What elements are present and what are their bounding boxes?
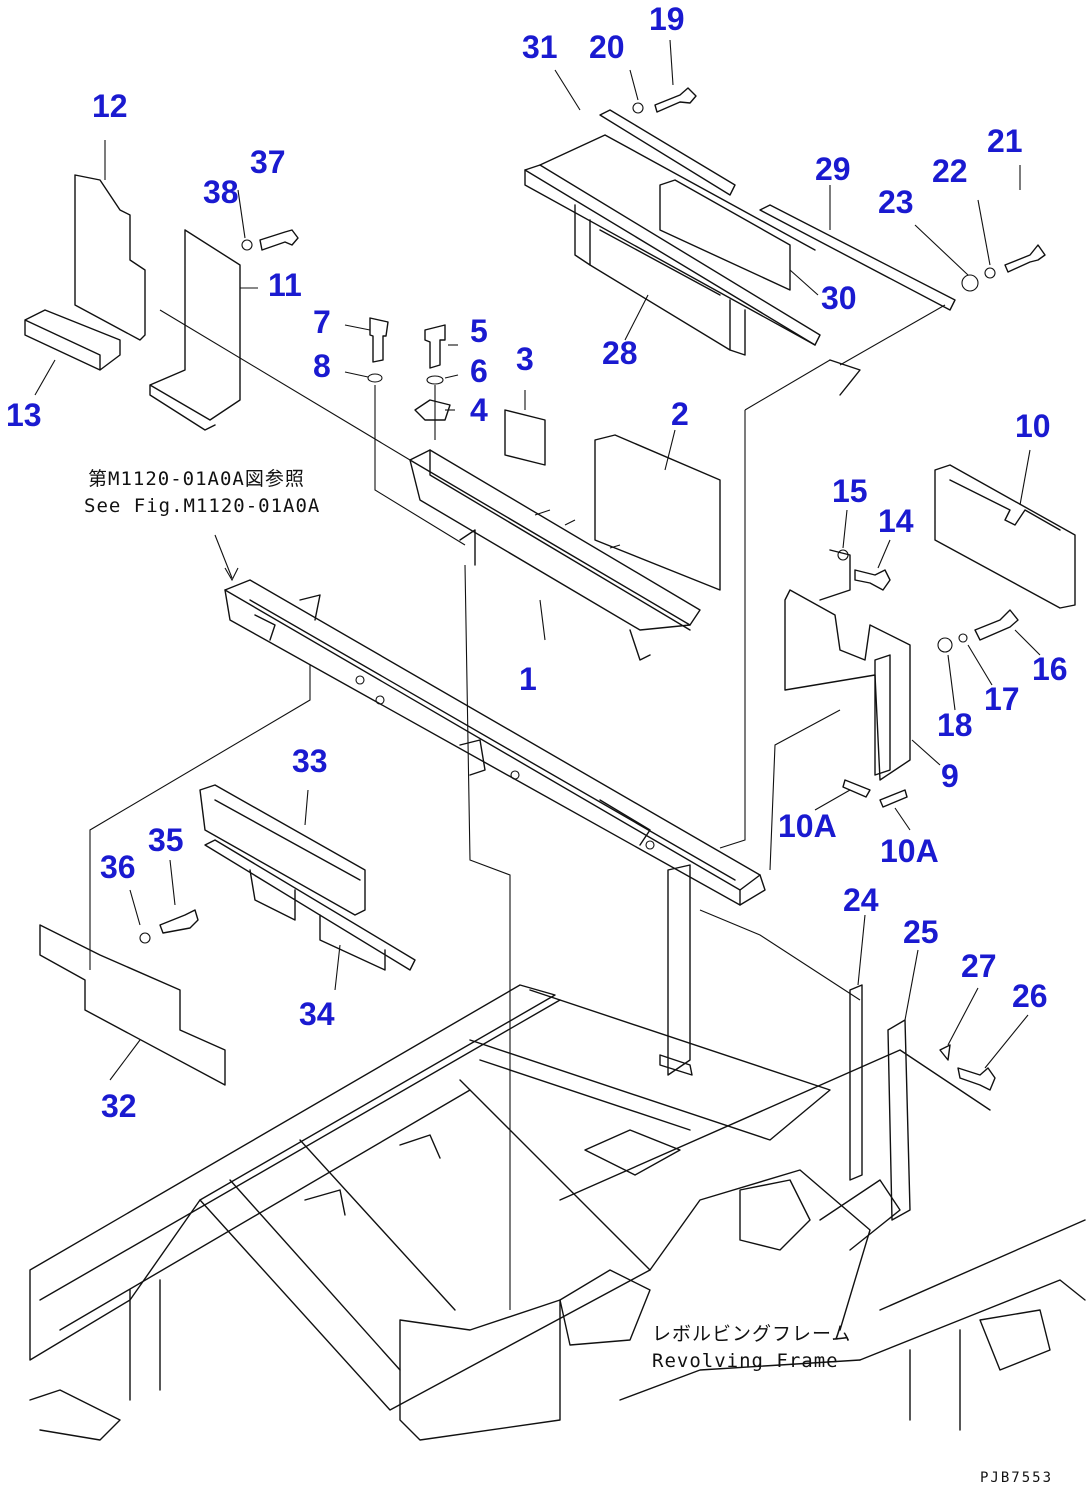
callout-35: 35: [148, 822, 184, 858]
callout-20: 20: [589, 29, 625, 65]
callout-23: 23: [878, 184, 914, 220]
callout-24: 24: [843, 882, 879, 918]
callout-5: 5: [470, 313, 488, 349]
part-6-washer: [426, 375, 444, 385]
callout-33: 33: [292, 743, 328, 779]
callout-25: 25: [903, 914, 939, 950]
callout-leaders: [34, 39, 1041, 1081]
part-9-strip: [874, 654, 891, 776]
part-13-block: [24, 309, 121, 371]
bolts-26-27: [939, 1044, 996, 1091]
callout-labels: 1 2 3 4 5 6 7 8 9 10 10A 10A 11 12 13 14…: [6, 1, 1068, 1124]
callout-2: 2: [671, 396, 689, 432]
see-fig-note-en: See Fig.M1120-01A0A: [84, 495, 320, 517]
part-37-38-bolt: [241, 229, 299, 251]
frame-label-ja: レボルビングフレーム: [652, 1323, 851, 1345]
part-10-cover: [934, 464, 1076, 609]
part-3-pad: [504, 409, 546, 466]
bolts-21-22-23: [961, 244, 1046, 292]
part-4-clip: [414, 399, 451, 421]
bolts-35-36: [139, 909, 199, 944]
callout-18: 18: [937, 707, 973, 743]
revolving-frame: [29, 984, 1086, 1441]
bolts-16-17-18: [937, 609, 1019, 653]
callout-9: 9: [941, 758, 959, 794]
callout-37: 37: [250, 144, 286, 180]
see-fig-note-ja: 第M1120-01A0A図参照: [88, 468, 305, 490]
drawing-code: PJB7553: [980, 1470, 1053, 1486]
callout-36: 36: [100, 849, 136, 885]
frame-label-en: Revolving Frame: [652, 1350, 839, 1372]
part-24-post: [849, 984, 863, 1181]
callout-17: 17: [984, 681, 1020, 717]
callout-10A-right: 10A: [880, 833, 939, 869]
part-2-plate: [594, 434, 721, 591]
callout-13: 13: [6, 397, 42, 433]
callout-10: 10: [1015, 408, 1051, 444]
assembly-leader-lines: [89, 304, 946, 1310]
part-5-bolt: [424, 324, 446, 369]
part-9-bracket: [784, 549, 911, 781]
callout-32: 32: [101, 1088, 137, 1124]
part-25-post: [887, 1019, 911, 1221]
pins-10A: [842, 779, 908, 808]
callout-6: 6: [470, 353, 488, 389]
main-beam: [214, 534, 766, 906]
part-11-bracket: [149, 229, 241, 431]
upper-assembly: [524, 109, 956, 396]
part-33-block: [199, 784, 366, 916]
callout-7: 7: [313, 304, 331, 340]
part-7-bolt: [369, 317, 389, 363]
callout-30: 30: [821, 280, 857, 316]
callout-10A-left: 10A: [778, 808, 837, 844]
callout-26: 26: [1012, 978, 1048, 1014]
callout-34: 34: [299, 996, 335, 1032]
callout-11: 11: [268, 267, 302, 303]
part-34-rail: [204, 839, 416, 971]
part-8-washer: [367, 373, 383, 383]
callout-3: 3: [516, 341, 534, 377]
callout-19: 19: [649, 1, 685, 37]
bolts-19-20: [632, 87, 697, 114]
callout-12: 12: [92, 88, 128, 124]
bolts-14-15: [837, 549, 891, 591]
diagram-notes: 第M1120-01A0A図参照 See Fig.M1120-01A0A レボルビ…: [84, 468, 1053, 1486]
callout-29: 29: [815, 151, 851, 187]
callout-8: 8: [313, 348, 331, 384]
callout-16: 16: [1032, 651, 1068, 687]
callout-27: 27: [961, 948, 997, 984]
callout-21: 21: [987, 123, 1023, 159]
callout-1: 1: [519, 661, 537, 697]
callout-22: 22: [932, 153, 968, 189]
callout-15: 15: [832, 473, 868, 509]
vertical-support: [659, 864, 693, 1076]
callout-28: 28: [602, 335, 638, 371]
callout-4: 4: [470, 392, 488, 428]
part-32-plate: [39, 924, 226, 1086]
callout-31: 31: [522, 29, 558, 65]
part-12-plate: [74, 174, 146, 341]
callout-14: 14: [878, 503, 914, 539]
part-1-rail: [409, 449, 701, 661]
callout-38: 38: [203, 174, 239, 210]
